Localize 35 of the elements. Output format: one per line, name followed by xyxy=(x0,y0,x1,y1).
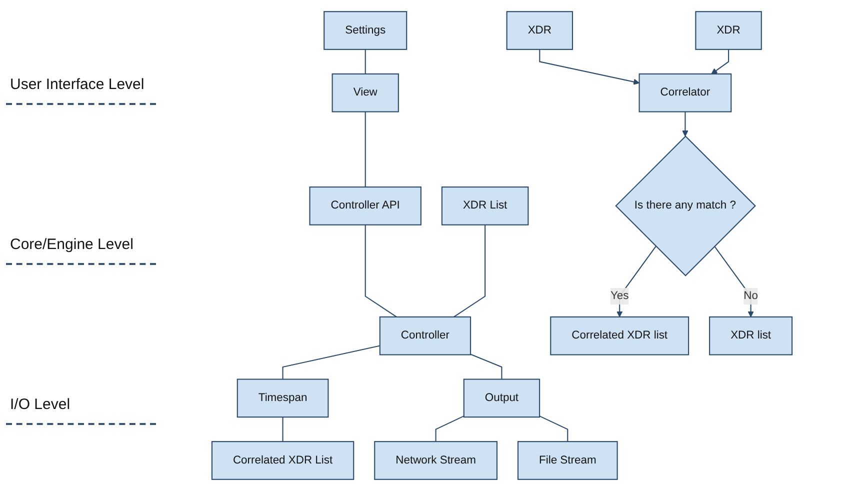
node-box: Settings xyxy=(324,11,408,50)
node-box: Output xyxy=(463,378,540,418)
node-box: View xyxy=(332,73,399,112)
edge-label: No xyxy=(744,290,758,302)
connector xyxy=(454,224,486,318)
level-label: I/O Level xyxy=(6,386,156,425)
edge-label: Yes xyxy=(610,290,629,302)
arrow xyxy=(711,49,730,74)
connector xyxy=(539,416,568,442)
node-box: Controller API xyxy=(309,186,422,226)
node-box: Timespan xyxy=(236,378,329,418)
node-box: XDR list xyxy=(709,316,793,356)
node-box: XDR List xyxy=(441,186,529,226)
connector xyxy=(364,224,397,318)
connector xyxy=(364,112,366,188)
arrow xyxy=(714,246,754,318)
arrow xyxy=(539,49,640,85)
node-box: Correlated XDR List xyxy=(211,441,354,480)
arrow xyxy=(616,246,656,318)
node-box: Correlator xyxy=(638,73,732,112)
node-diamond: Is there any match ? xyxy=(615,136,756,276)
level-label: User Interface Level xyxy=(6,66,156,106)
node-box: File Stream xyxy=(517,441,618,480)
node-box: Correlated XDR list xyxy=(550,316,690,356)
arrow xyxy=(682,112,688,137)
node-box: XDR xyxy=(506,11,574,50)
connector xyxy=(470,354,502,380)
connector xyxy=(435,416,464,442)
connector xyxy=(364,49,366,74)
connector xyxy=(282,345,380,380)
node-box: XDR xyxy=(695,11,762,50)
node-box: Controller xyxy=(379,316,472,356)
level-label: Core/Engine Level xyxy=(6,226,156,265)
node-box: Network Stream xyxy=(374,441,498,480)
connector xyxy=(282,417,284,442)
